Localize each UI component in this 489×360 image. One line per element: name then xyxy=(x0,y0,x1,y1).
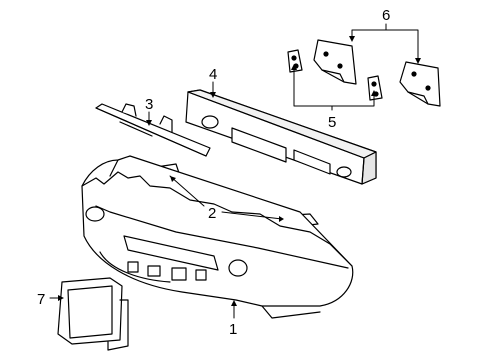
callout-6: 6 xyxy=(382,7,390,24)
part-3-strip xyxy=(95,103,211,157)
leader-lines xyxy=(49,23,419,319)
leader-5-bracket xyxy=(293,65,375,107)
callout-labels: 1 2 3 4 5 6 7 xyxy=(37,7,390,338)
callout-4: 4 xyxy=(209,66,217,83)
leader-2a xyxy=(169,175,205,207)
leader-6-bracket xyxy=(351,29,419,63)
arrowheads xyxy=(58,36,421,306)
callout-2: 2 xyxy=(208,205,216,222)
part-6-brackets xyxy=(313,39,441,107)
part-7-fog-lamp xyxy=(57,277,129,351)
part-5-small-brackets xyxy=(287,49,383,101)
callout-3: 3 xyxy=(145,96,153,113)
part-4-reinforcement xyxy=(185,89,377,185)
callout-7: 7 xyxy=(37,291,45,308)
callout-1: 1 xyxy=(229,321,237,338)
callout-5: 5 xyxy=(328,114,336,131)
part-1-bumper-cover xyxy=(81,155,354,319)
leader-2b xyxy=(221,211,283,220)
